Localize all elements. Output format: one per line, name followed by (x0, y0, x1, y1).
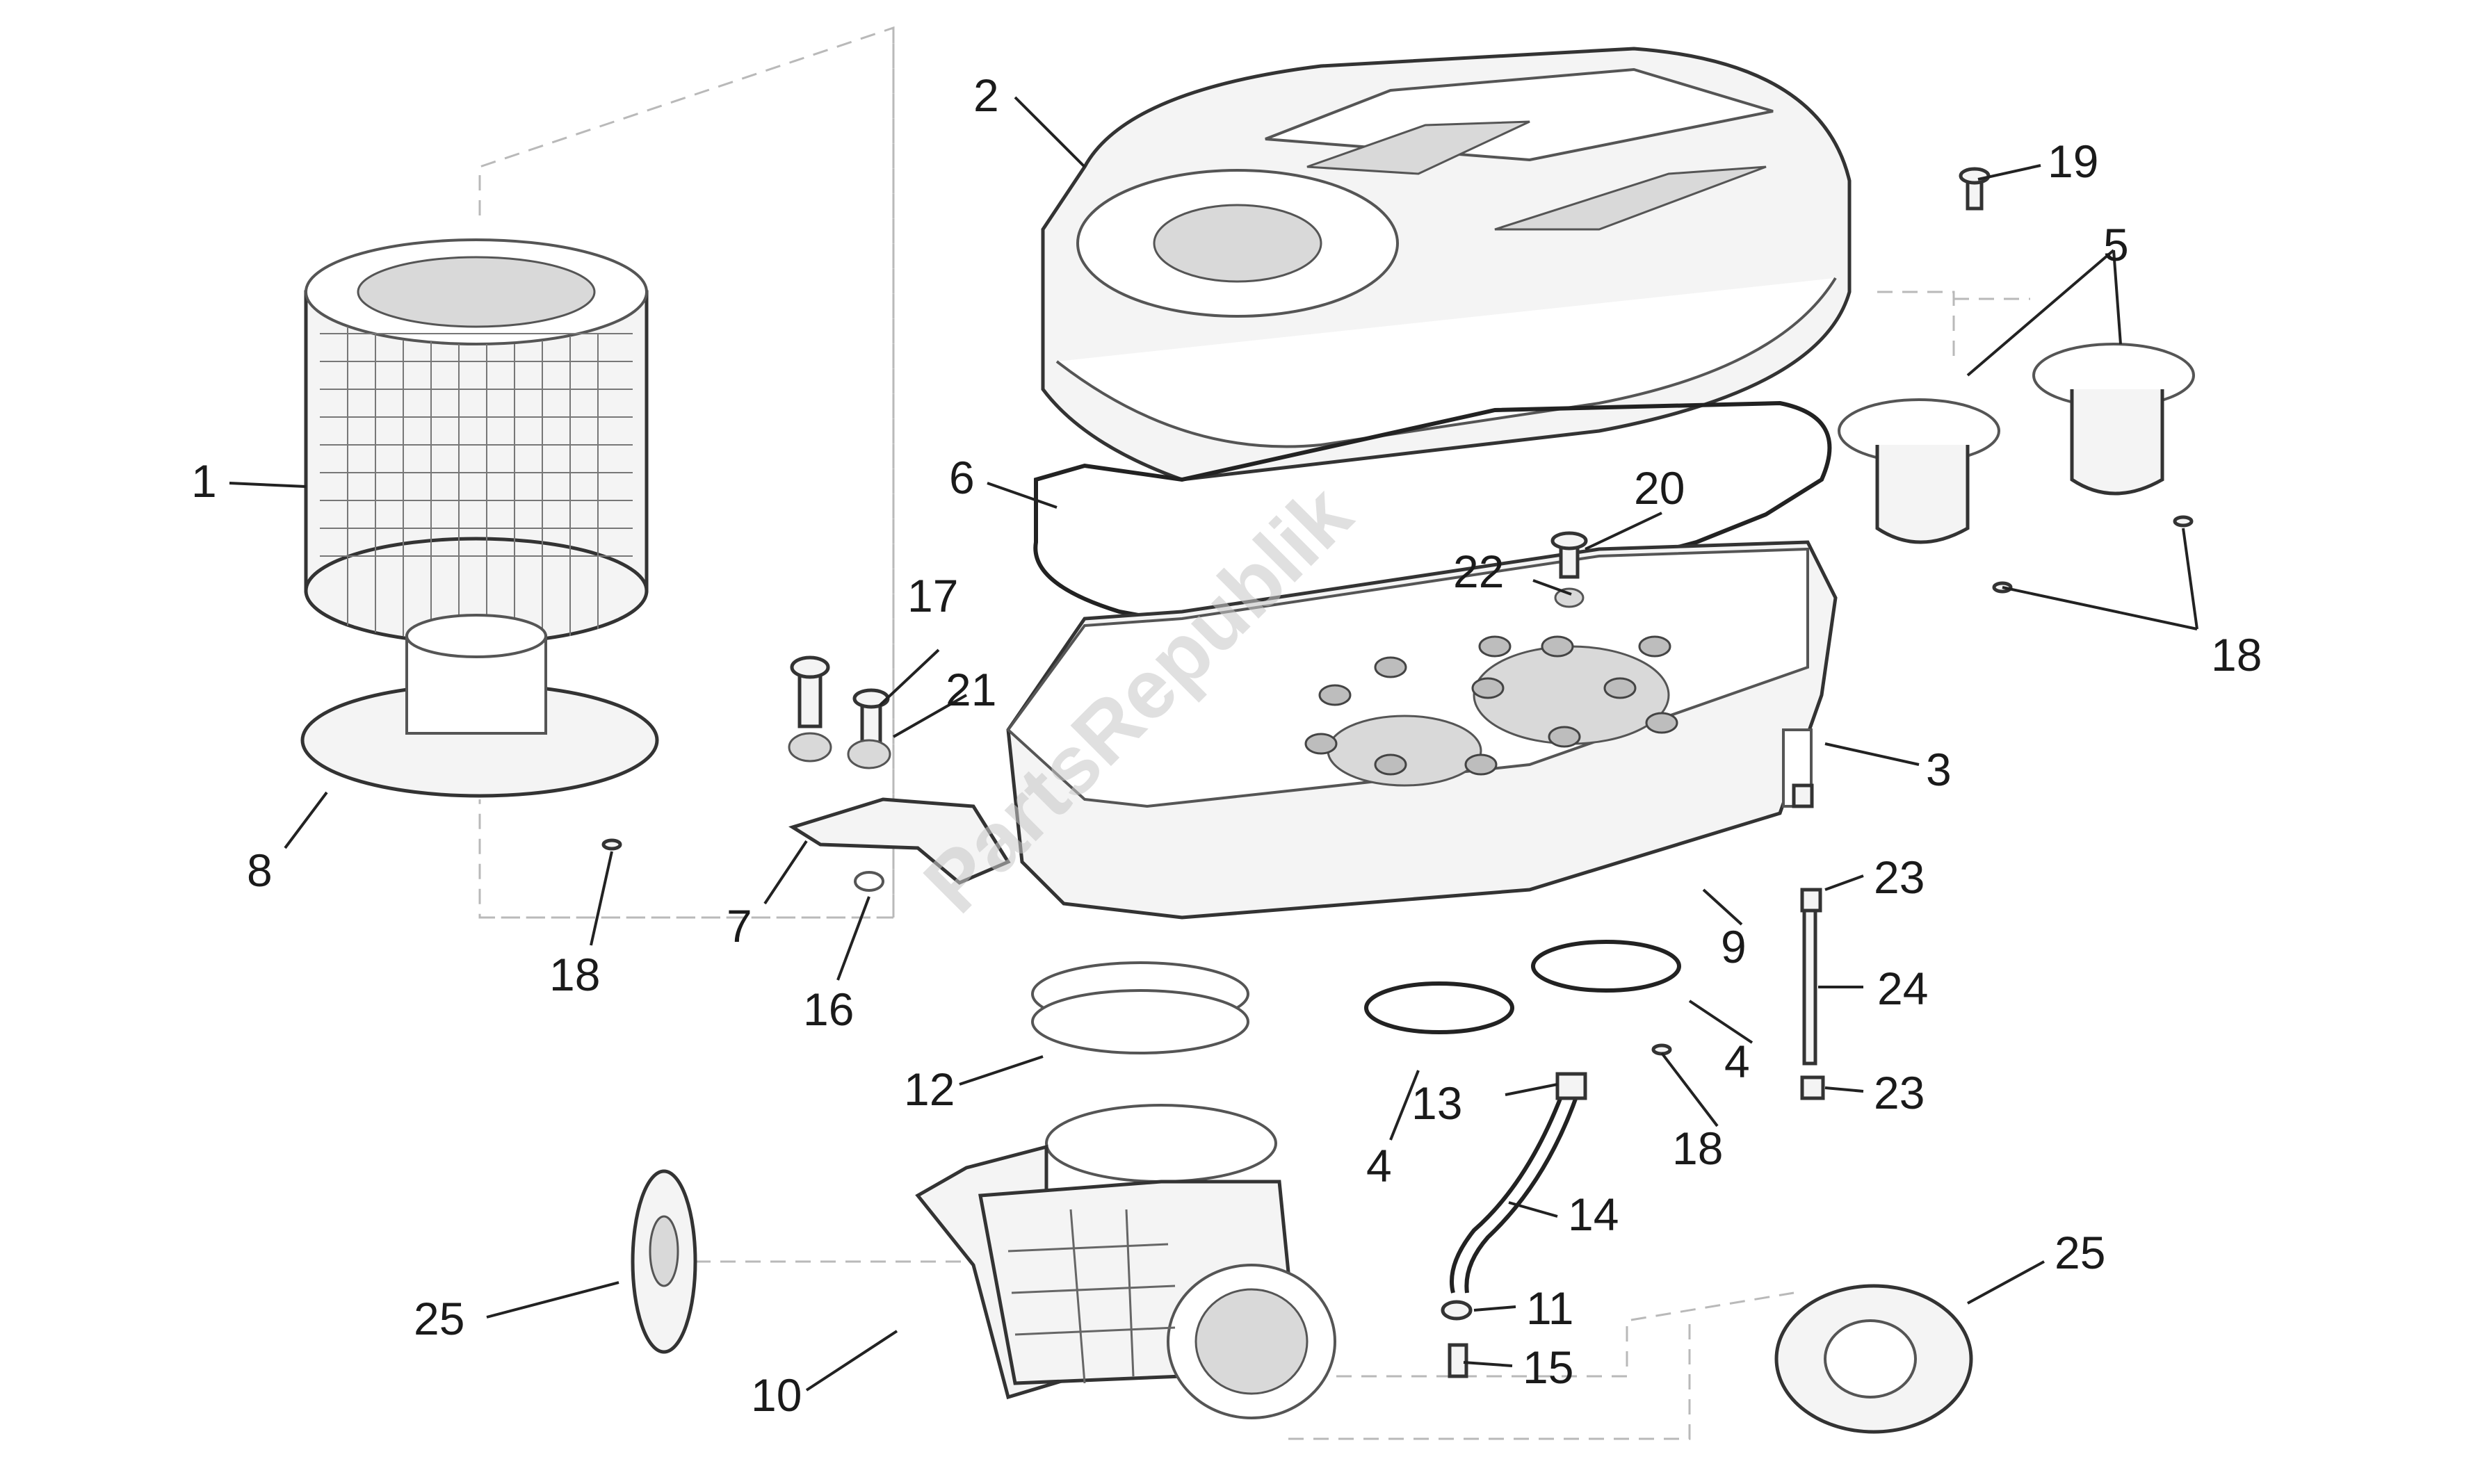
rubber-seal-right (1774, 1284, 1973, 1434)
callout-8: 8 (247, 845, 273, 896)
callout-10: 10 (751, 1369, 802, 1421)
callout-23a: 23 (1874, 851, 1925, 903)
filter-base-plate (300, 614, 659, 798)
callout-12: 12 (904, 1063, 955, 1115)
callout-3: 3 (1926, 744, 1952, 795)
callout-labels: 1 2 3 4 4 5 6 7 8 9 10 11 12 13 14 15 16… (191, 70, 2262, 1421)
callout-16: 16 (803, 984, 854, 1035)
callout-21: 21 (946, 664, 996, 715)
leader-lines (229, 96, 2198, 1392)
callout-4a: 4 (1366, 1140, 1392, 1191)
alignment-guides (478, 26, 2030, 1440)
callout-18c: 18 (1672, 1123, 1723, 1174)
rubber-seal-left (631, 1169, 697, 1354)
intake-trumpets (1838, 343, 2195, 544)
callout-5: 5 (2103, 219, 2129, 270)
breather-hose (1441, 1072, 1587, 1378)
callout-19: 19 (2048, 136, 2098, 187)
callout-13: 13 (1411, 1077, 1462, 1129)
o-rings (1364, 940, 1681, 1034)
callout-15: 15 (1523, 1342, 1573, 1393)
airbox-cover (1041, 47, 1852, 482)
callout-6: 6 (949, 452, 975, 503)
callout-23b: 23 (1874, 1067, 1925, 1118)
mounting-bracket (788, 797, 1011, 885)
callout-24: 24 (1877, 963, 1928, 1014)
callout-25b: 25 (2055, 1227, 2105, 1278)
hose-clamp (1031, 961, 1249, 1054)
fasteners (601, 167, 2194, 1100)
callout-9: 9 (1721, 921, 1747, 972)
callout-4b: 4 (1724, 1036, 1750, 1087)
callout-22: 22 (1453, 546, 1504, 597)
callout-7: 7 (727, 900, 752, 952)
callout-25a: 25 (414, 1293, 464, 1344)
callout-18b: 18 (2211, 629, 2262, 680)
callout-1: 1 (191, 455, 217, 507)
callout-17: 17 (907, 570, 958, 621)
callout-20: 20 (1634, 462, 1685, 514)
intake-manifold (915, 1104, 1336, 1419)
airbox-lower-housing (1006, 540, 1838, 920)
air-filter-element (304, 238, 649, 645)
callout-11: 11 (1526, 1282, 1574, 1334)
callout-2: 2 (973, 70, 999, 121)
callout-18a: 18 (549, 949, 600, 1000)
callout-14: 14 (1568, 1189, 1619, 1240)
